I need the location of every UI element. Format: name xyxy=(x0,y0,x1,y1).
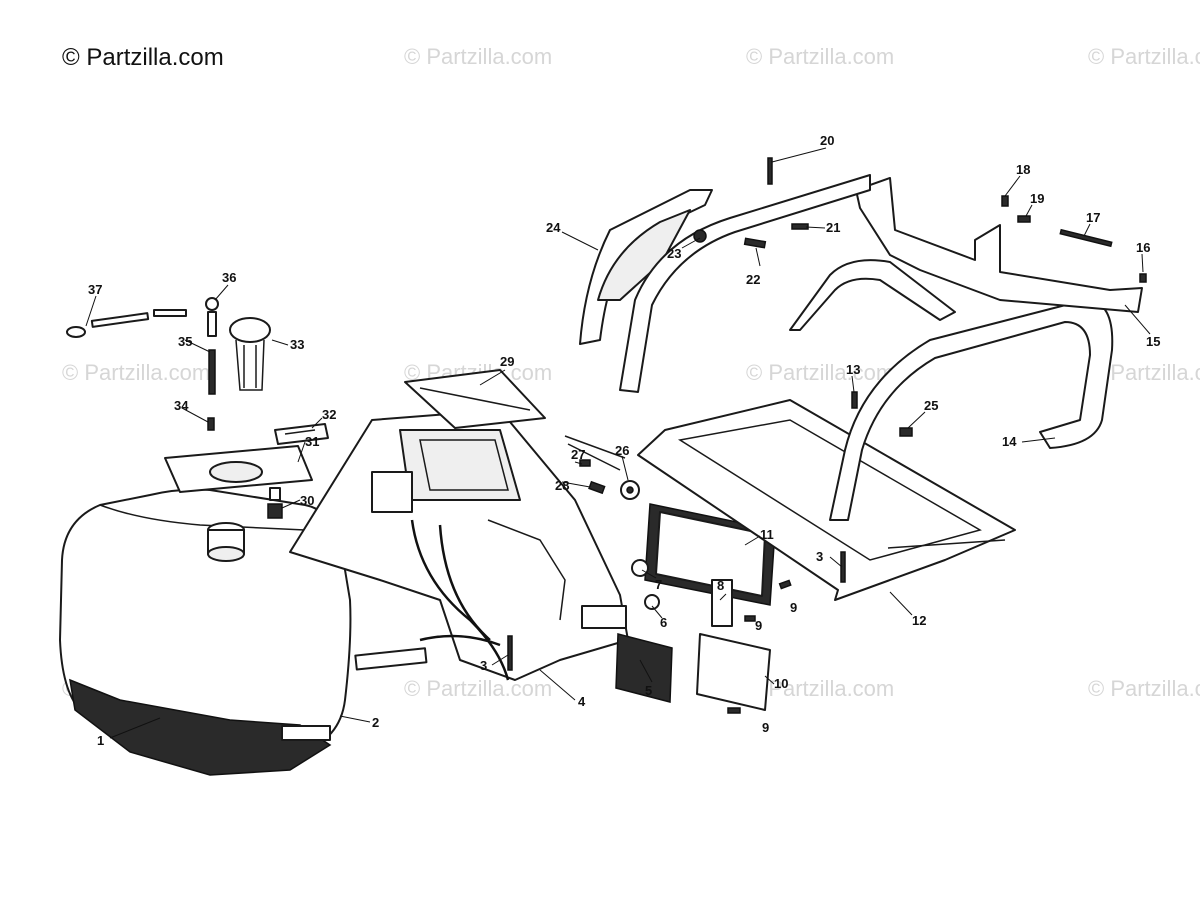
callout-7: 7 xyxy=(655,577,662,592)
callout-13: 13 xyxy=(846,362,860,377)
watermark: © Partzilla.com xyxy=(404,44,553,69)
rear-frame xyxy=(789,177,1143,331)
watermark: © Partzilla.com xyxy=(62,360,211,385)
callout-15: 15 xyxy=(1146,334,1160,349)
callout-21: 21 xyxy=(826,220,840,235)
fuel-tank xyxy=(59,488,352,776)
callout-4: 4 xyxy=(578,694,586,709)
callout-8: 8 xyxy=(717,578,724,593)
callout-14: 14 xyxy=(1002,434,1017,449)
watermark: © Partzilla.com xyxy=(404,676,553,701)
callout-36: 36 xyxy=(222,270,236,285)
callout-6: 6 xyxy=(660,615,667,630)
side-frame xyxy=(579,174,871,393)
fuel-cap xyxy=(267,487,283,519)
callout-28: 28 xyxy=(555,478,569,493)
callout-10: 10 xyxy=(774,676,788,691)
watermark: © Partzilla.com xyxy=(1088,44,1200,69)
callout-3: 3 xyxy=(480,658,487,673)
callout-22: 22 xyxy=(746,272,760,287)
lens-reflectors xyxy=(615,503,776,711)
console-body xyxy=(289,409,629,681)
callout-9: 9 xyxy=(755,618,762,633)
callout-32: 32 xyxy=(322,407,336,422)
callout-33: 33 xyxy=(290,337,304,352)
callout-29: 29 xyxy=(500,354,514,369)
watermark: © Partzilla.com xyxy=(746,360,895,385)
tank-tray xyxy=(164,445,313,493)
callout-20: 20 xyxy=(820,133,834,148)
callout-37: 37 xyxy=(88,282,102,297)
hardware-fasteners xyxy=(507,157,1147,714)
watermark: © Partzilla.com xyxy=(1088,676,1200,701)
watermark: © Partzilla.com xyxy=(746,676,895,701)
callout-31: 31 xyxy=(305,434,319,449)
callout-16: 16 xyxy=(1136,240,1150,255)
callout-3: 3 xyxy=(816,549,823,564)
callout-27: 27 xyxy=(571,447,585,462)
callout-9: 9 xyxy=(762,720,769,735)
callout-35: 35 xyxy=(178,334,192,349)
callout-26: 26 xyxy=(615,443,629,458)
callout-12: 12 xyxy=(912,613,926,628)
callout-24: 24 xyxy=(546,220,561,235)
bottom-pan xyxy=(637,399,1016,601)
callout-25: 25 xyxy=(924,398,938,413)
decal-plate xyxy=(274,423,329,445)
grommets xyxy=(631,559,660,610)
callout-2: 2 xyxy=(372,715,379,730)
callout-labels: 1 2 3 3 4 5 6 7 8 9 9 9 10 11 12 13 14 1… xyxy=(88,133,1160,748)
callout-19: 19 xyxy=(1030,191,1044,206)
callout-11: 11 xyxy=(760,527,774,542)
callout-18: 18 xyxy=(1016,162,1030,177)
callout-23: 23 xyxy=(667,246,681,261)
rear-bumper xyxy=(829,299,1114,521)
watermark: © Partzilla.com xyxy=(746,44,895,69)
cover-plate xyxy=(404,369,546,429)
callout-30: 30 xyxy=(300,493,314,508)
callout-1: 1 xyxy=(97,733,104,748)
callout-9: 9 xyxy=(790,600,797,615)
fuel-gauge-assembly xyxy=(66,297,271,431)
callout-34: 34 xyxy=(174,398,189,413)
brand-watermark: © Partzilla.com xyxy=(62,44,224,71)
callout-17: 17 xyxy=(1086,210,1100,225)
callout-5: 5 xyxy=(645,683,652,698)
leader-lines xyxy=(85,147,1151,739)
latch-linkage xyxy=(564,435,640,500)
